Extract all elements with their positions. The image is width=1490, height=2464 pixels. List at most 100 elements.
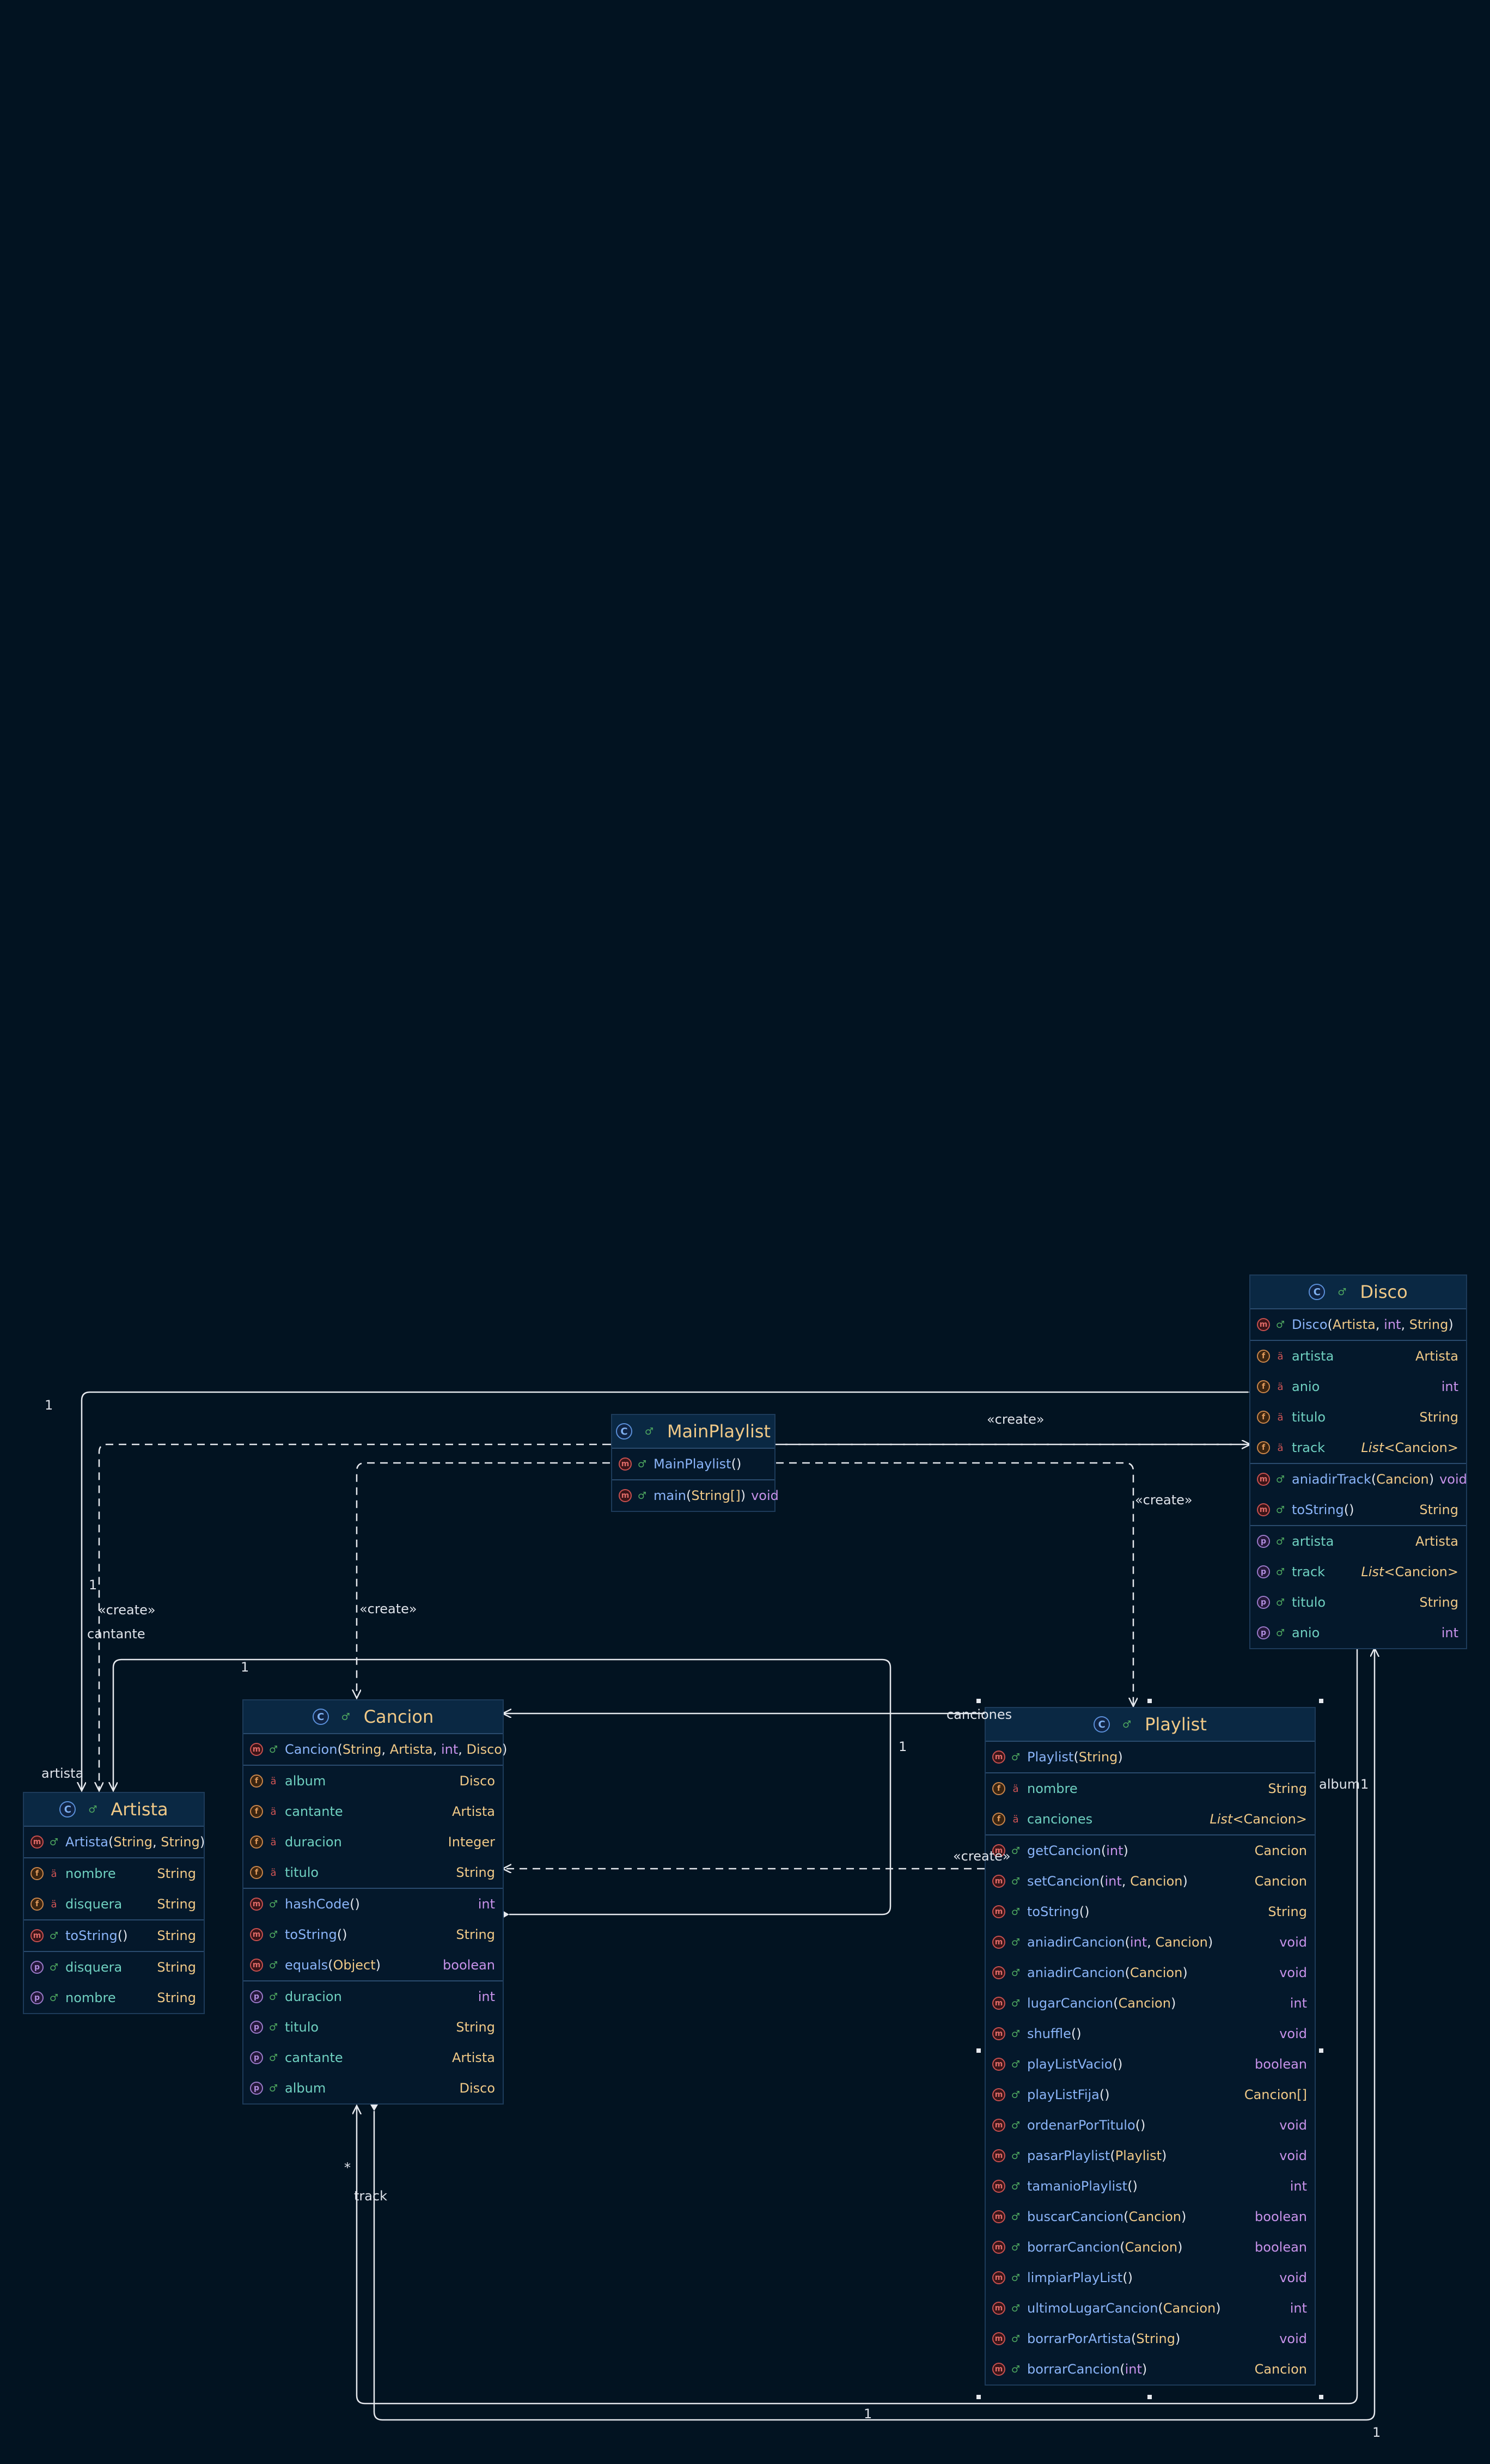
class-header: C ♂ Disco xyxy=(1250,1276,1466,1309)
property-icon: p xyxy=(1257,1596,1270,1609)
field-row[interactable]: f ä titulo String xyxy=(243,1857,503,1888)
role-label: track xyxy=(354,2188,388,2204)
member-name: nombre xyxy=(65,1866,116,1881)
field-row[interactable]: f ä canciones List<Cancion> xyxy=(986,1804,1315,1834)
field-row[interactable]: f ä cantante Artista xyxy=(243,1796,503,1827)
method-row[interactable]: m ♂ shuffle() void xyxy=(986,2018,1315,2049)
field-row[interactable]: f ä titulo String xyxy=(1250,1402,1466,1432)
constructor-row[interactable]: m ♂ Disco(Artista, int, String) xyxy=(1250,1309,1466,1340)
method-row[interactable]: m ♂ toString() String xyxy=(1250,1495,1466,1525)
property-row[interactable]: p ♂ track List<Cancion> xyxy=(1250,1557,1466,1587)
method-row[interactable]: m ♂ aniadirTrack(Cancion) void xyxy=(1250,1464,1467,1495)
class-name: Disco xyxy=(1360,1282,1408,1302)
param-type: int xyxy=(1125,2362,1142,2377)
method-row[interactable]: m ♂ limpiarPlayList() void xyxy=(986,2262,1315,2293)
class-header: C ♂ MainPlaylist xyxy=(612,1415,774,1449)
field-row[interactable]: f ä track List<Cancion> xyxy=(1250,1432,1466,1463)
method-row[interactable]: m ♂ main(String[]) void xyxy=(612,1480,779,1511)
property-icon: p xyxy=(250,2021,263,2034)
property-icon: p xyxy=(30,1961,44,1974)
member-type: Integer xyxy=(448,1834,495,1850)
field-row[interactable]: f ä artista Artista xyxy=(1250,1341,1466,1371)
field-row[interactable]: f ä disquera String xyxy=(24,1889,204,1919)
property-row[interactable]: p ♂ duracion int xyxy=(243,1981,503,2012)
method-row[interactable]: m ♂ borrarPorArtista(String) void xyxy=(986,2323,1315,2354)
class-cancion[interactable]: C ♂ Cancion m ♂ Cancion(String, Artista,… xyxy=(242,1699,507,2105)
constructors-section: m ♂ Disco(Artista, int, String) xyxy=(1250,1309,1466,1341)
association-disco-artista xyxy=(82,1392,1248,1791)
class-disco[interactable]: C ♂ Disco m ♂ Disco(Artista, int, String… xyxy=(1249,1274,1467,1649)
method-row[interactable]: m ♂ getCancion(int) Cancion xyxy=(986,1835,1315,1866)
method-row[interactable]: m ♂ pasarPlaylist(Playlist) void xyxy=(986,2140,1315,2171)
member-type: boolean xyxy=(443,1957,495,1973)
method-row[interactable]: m ♂ aniadirCancion(Cancion) void xyxy=(986,1957,1315,1988)
method-row[interactable]: m ♂ lugarCancion(Cancion) int xyxy=(986,1988,1315,2018)
method-row[interactable]: m ♂ borrarCancion(Cancion) boolean xyxy=(986,2232,1315,2262)
field-row[interactable]: f ä album Disco xyxy=(243,1766,503,1796)
class-mainplaylist[interactable]: C ♂ MainPlaylist m ♂ MainPlaylist() m ♂ … xyxy=(611,1414,779,1512)
role-label: artista xyxy=(41,1766,84,1781)
method-row[interactable]: m ♂ playListFija() Cancion[] xyxy=(986,2079,1315,2110)
private-lock-icon: ä xyxy=(1277,1350,1284,1362)
method-row[interactable]: m ♂ hashCode() int xyxy=(243,1889,503,1919)
property-icon: p xyxy=(250,1990,263,2003)
member-name: borrarPorArtista xyxy=(1027,2331,1131,2346)
property-icon: p xyxy=(250,2051,263,2064)
method-row[interactable]: m ♂ toString() String xyxy=(986,1896,1315,1927)
method-row[interactable]: m ♂ toString() String xyxy=(243,1919,503,1950)
member-name: Cancion xyxy=(285,1742,338,1757)
member-type: Cancion xyxy=(1254,1843,1307,1858)
param-type: Artista xyxy=(1332,1317,1376,1332)
member-name: limpiarPlayList xyxy=(1027,2270,1123,2285)
method-row[interactable]: m ♂ toString() String xyxy=(24,1920,204,1951)
constructor-row[interactable]: m ♂ MainPlaylist() xyxy=(612,1449,774,1479)
property-row[interactable]: p ♂ titulo String xyxy=(1250,1587,1466,1618)
member-type: String xyxy=(1419,1502,1458,1517)
class-artista[interactable]: C ♂ Artista m ♂ Artista(String, String) … xyxy=(23,1792,205,2014)
public-icon: ♂ xyxy=(1011,2211,1021,2223)
properties-section: p ♂ disquera String p ♂ nombre String xyxy=(24,1952,204,2013)
field-row[interactable]: f ä duracion Integer xyxy=(243,1827,503,1857)
member-name: playListVacio xyxy=(1027,2057,1113,2072)
property-row[interactable]: p ♂ disquera String xyxy=(24,1952,204,1983)
method-row[interactable]: m ♂ ultimoLugarCancion(Cancion) int xyxy=(986,2293,1315,2323)
property-row[interactable]: p ♂ nombre String xyxy=(24,1983,204,2013)
property-row[interactable]: p ♂ cantante Artista xyxy=(243,2042,503,2073)
method-row[interactable]: m ♂ borrarCancion(int) Cancion xyxy=(986,2354,1315,2384)
member-name: aniadirCancion xyxy=(1027,1965,1125,1980)
method-row[interactable]: m ♂ equals(Object) boolean xyxy=(243,1950,503,1980)
method-row[interactable]: m ♂ aniadirCancion(int, Cancion) void xyxy=(986,1927,1315,1957)
field-row[interactable]: f ä nombre String xyxy=(986,1773,1315,1804)
constructor-row[interactable]: m ♂ Artista(String, String) xyxy=(24,1827,205,1857)
method-row[interactable]: m ♂ buscarCancion(Cancion) boolean xyxy=(986,2201,1315,2232)
member-type: Artista xyxy=(452,2050,495,2065)
property-row[interactable]: p ♂ artista Artista xyxy=(1250,1526,1466,1557)
field-row[interactable]: f ä anio int xyxy=(1250,1371,1466,1402)
method-row[interactable]: m ♂ tamanioPlaylist() int xyxy=(986,2171,1315,2201)
member-type: String xyxy=(456,1865,495,1880)
constructor-row[interactable]: m ♂ Playlist(String) xyxy=(986,1742,1315,1772)
property-row[interactable]: p ♂ titulo String xyxy=(243,2012,503,2042)
method-icon: m xyxy=(992,2119,1005,2132)
method-icon: m xyxy=(992,2241,1005,2254)
constructor-row[interactable]: m ♂ Cancion(String, Artista, int, Disco) xyxy=(243,1734,507,1765)
public-icon: ♂ xyxy=(1275,1535,1285,1547)
role-label: album xyxy=(1319,1777,1360,1792)
method-row[interactable]: m ♂ setCancion(int, Cancion) Cancion xyxy=(986,1866,1315,1896)
property-row[interactable]: p ♂ anio int xyxy=(1250,1618,1466,1648)
member-type: boolean xyxy=(1255,2209,1307,2224)
public-icon: ♂ xyxy=(268,2052,278,2064)
member-name: tamanioPlaylist xyxy=(1027,2179,1128,2194)
param-type: Playlist xyxy=(1115,2148,1162,2163)
field-row[interactable]: f ä nombre String xyxy=(24,1858,204,1889)
class-icon: C xyxy=(1094,1716,1110,1733)
method-row[interactable]: m ♂ playListVacio() boolean xyxy=(986,2049,1315,2079)
param-type: String[] xyxy=(691,1488,741,1503)
private-lock-icon: ä xyxy=(51,1868,57,1880)
class-playlist[interactable]: C ♂ Playlist m ♂ Playlist(String) f ä no… xyxy=(985,1707,1316,2386)
property-row[interactable]: p ♂ album Disco xyxy=(243,2073,503,2103)
member-type: Disco xyxy=(459,2081,495,2096)
public-icon: ♂ xyxy=(49,1930,59,1942)
method-row[interactable]: m ♂ ordenarPorTitulo() void xyxy=(986,2110,1315,2140)
multiplicity-label: 1 xyxy=(241,1660,249,1675)
